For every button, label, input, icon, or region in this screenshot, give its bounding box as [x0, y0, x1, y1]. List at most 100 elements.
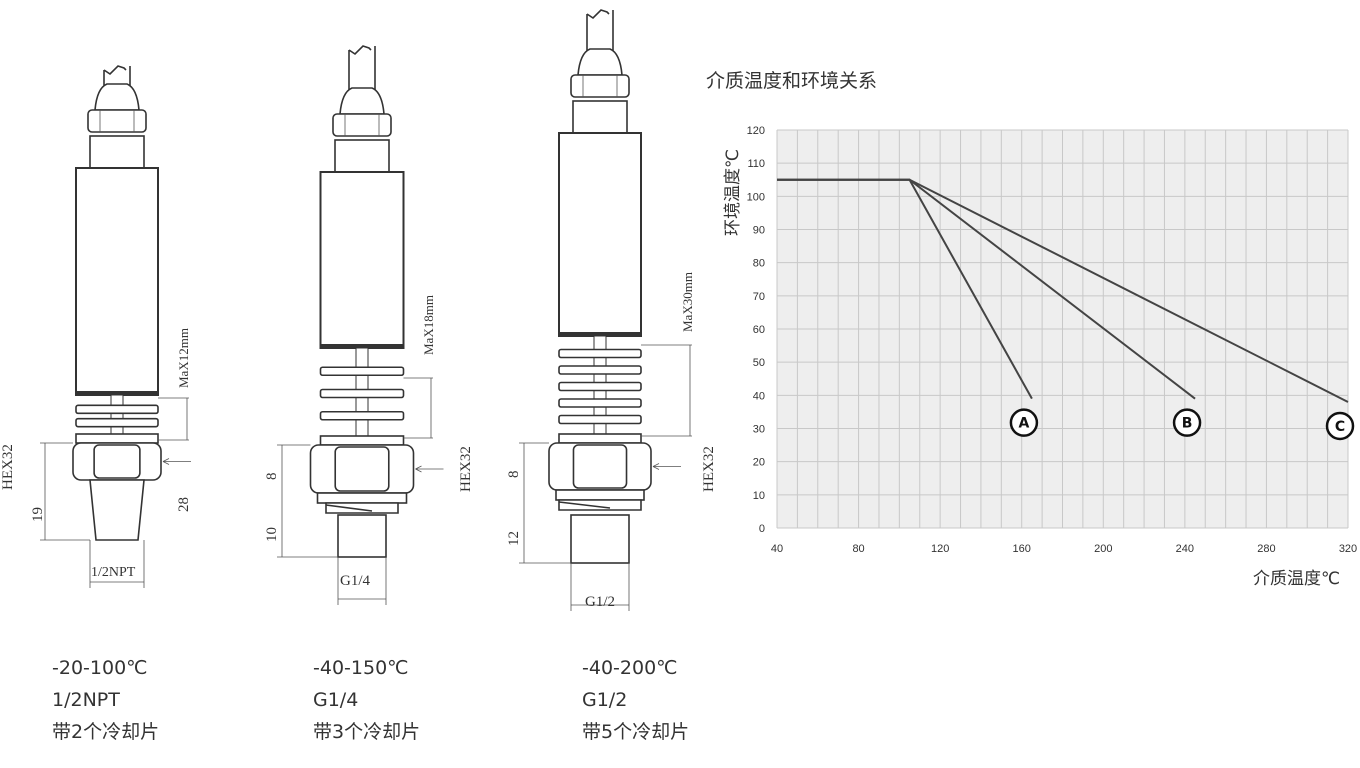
hex-face [334, 446, 390, 492]
cable-gland-dome [339, 87, 385, 115]
series-label-a: A [1018, 416, 1029, 432]
x-tick-label: 160 [1013, 543, 1031, 555]
dimension-label: 10 [264, 527, 280, 542]
y-tick-label: 40 [753, 390, 765, 402]
x-tick-label: 200 [1094, 543, 1112, 555]
thread-type: G1/4 [313, 689, 359, 711]
y-tick-label: 60 [753, 324, 765, 336]
cooling-fin [558, 398, 642, 408]
dimension-label: 8 [506, 471, 522, 479]
sensor-body [75, 167, 159, 396]
series-marker-c [1325, 411, 1355, 441]
gland-nut [87, 109, 147, 133]
washer [555, 489, 645, 501]
dimension-label: 12 [506, 531, 522, 546]
y-tick-label: 100 [747, 191, 765, 203]
y-tick-label: 120 [747, 125, 765, 137]
cooling-fins: 带2个冷却片 [52, 721, 160, 743]
thread-type: 1/2NPT [52, 689, 120, 711]
dimension-label: 19 [30, 507, 46, 522]
max-length-label: MaX12mm [176, 328, 191, 388]
gland-nut [570, 74, 630, 98]
gland-collar [89, 135, 145, 169]
y-tick-label: 70 [753, 291, 765, 303]
gland-collar [334, 139, 390, 173]
body-band [76, 391, 158, 395]
cable-gland-dome [94, 83, 140, 111]
cooling-fin [75, 404, 159, 415]
cooling-fin [558, 365, 642, 375]
cooling-fin [319, 366, 405, 377]
y-tick-label: 10 [753, 490, 765, 502]
x-axis-label: 介质温度℃ [1253, 569, 1340, 589]
cooling-fin [319, 388, 405, 399]
x-tick-label: 280 [1257, 543, 1275, 555]
thread-dimension-line [337, 557, 387, 605]
caption-sensor-2: -40-150℃ G1/4 带3个冷却片 [313, 652, 420, 748]
y-tick-label: 50 [753, 357, 765, 369]
cable [586, 9, 614, 54]
y-axis-label: 环境温度℃ [723, 149, 743, 236]
y-tick-label: 20 [753, 457, 765, 469]
cooling-fins: 带5个冷却片 [582, 721, 690, 743]
x-tick-label: 320 [1339, 543, 1357, 555]
hex-label: HEX32 [701, 446, 717, 492]
series-label-c: C [1335, 419, 1345, 435]
x-tick-label: 120 [931, 543, 949, 555]
sensor-drawing-18mm [277, 45, 444, 605]
thread [570, 514, 630, 564]
chart-lines: A B C [777, 178, 1355, 441]
thread-label: 1/2NPT [91, 565, 136, 580]
sensor-drawings: HEX32 MaX12mm 19 28 1/2NPT HEX32 MaX18mm… [0, 9, 717, 611]
hex-arrow [162, 458, 191, 465]
hex-face [93, 444, 141, 479]
x-tick-label: 40 [771, 543, 783, 555]
thread-collar [325, 502, 399, 514]
sensor-drawing-12mm [40, 65, 191, 588]
max-dimension-line [403, 377, 433, 439]
gland-collar [572, 100, 628, 134]
thread-dimension-line [89, 540, 145, 588]
caption-sensor-1: -20-100℃ 1/2NPT 带2个冷却片 [52, 652, 159, 748]
sensor-body [319, 171, 405, 349]
sensor-body [558, 132, 642, 337]
thread-dimension-line [570, 563, 630, 611]
washer [316, 492, 408, 504]
cooling-fin [75, 417, 159, 428]
hex-label: HEX32 [0, 444, 16, 490]
temperature-range: -20-100℃ [52, 657, 148, 679]
y-tick-label: 110 [747, 158, 765, 170]
dimension-label: 8 [264, 473, 280, 481]
hex-arrow [652, 463, 681, 470]
cooling-fin [558, 414, 642, 425]
series-label-b: B [1182, 416, 1193, 432]
thread-label: G1/2 [585, 594, 615, 610]
y-tick-label: 0 [759, 523, 765, 535]
thread-type: G1/2 [582, 689, 628, 711]
thread-collar [558, 499, 642, 511]
height-dimension-line [40, 442, 90, 541]
sensor-drawing-30mm [519, 9, 692, 611]
hex-arrow [415, 465, 444, 473]
thread [337, 514, 387, 558]
base-ring [319, 435, 405, 446]
max-length-label: MaX18mm [421, 295, 436, 355]
height-dimension-line [277, 444, 338, 558]
body-band [320, 344, 404, 348]
cooling-fin [558, 381, 642, 392]
caption-sensor-3: -40-200℃ G1/2 带5个冷却片 [582, 652, 689, 748]
series-line-c [777, 178, 1349, 403]
thread-label: G1/4 [340, 573, 371, 589]
y-tick-label: 90 [753, 225, 765, 237]
hex-label: HEX32 [458, 446, 474, 492]
x-tick-label: 240 [1176, 543, 1194, 555]
body-band [559, 332, 641, 336]
y-tick-label: 30 [753, 424, 765, 436]
npt-thread [89, 479, 145, 541]
cable [348, 45, 376, 90]
cooling-fins: 带3个冷却片 [313, 721, 421, 743]
cooling-fin [558, 348, 642, 359]
base-ring [75, 433, 159, 444]
